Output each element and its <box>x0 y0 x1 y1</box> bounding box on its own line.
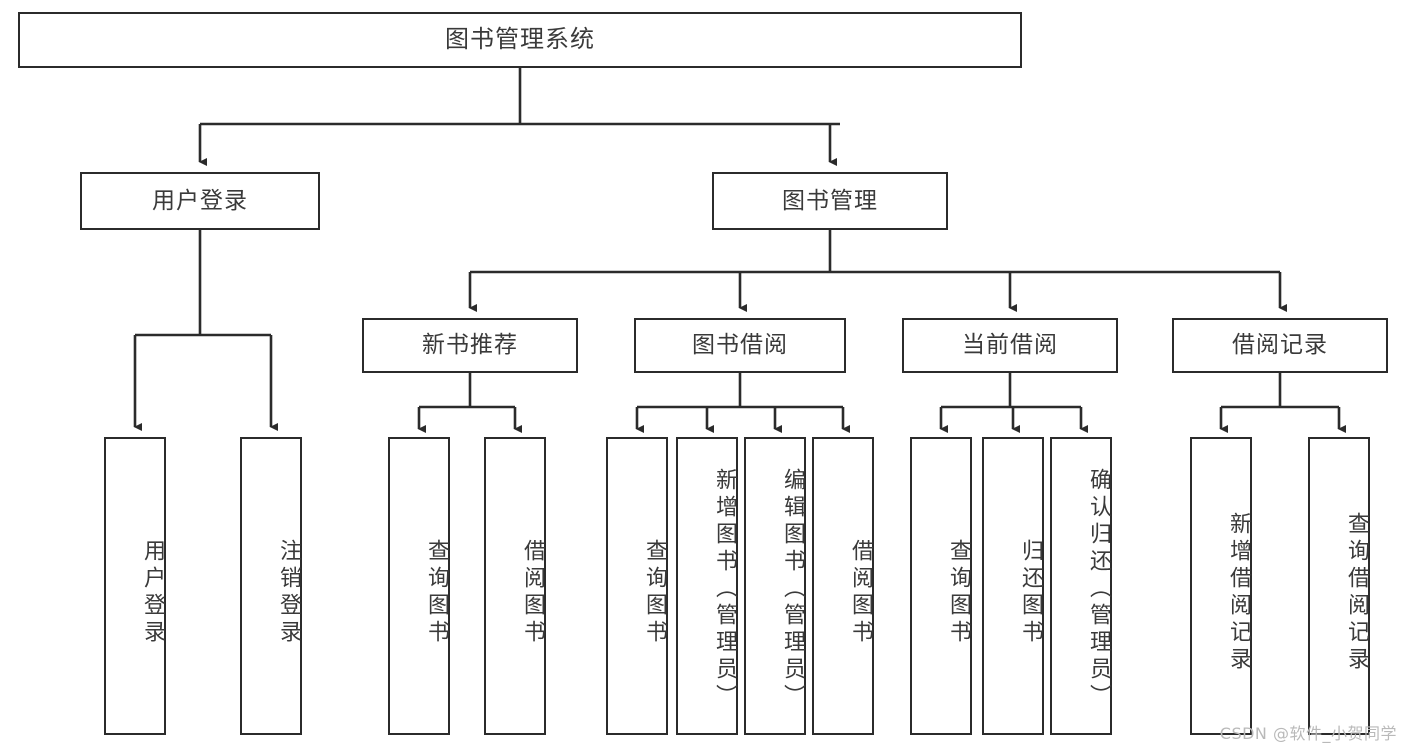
node-leaf-add-book[interactable]: 新增图书（管理员） <box>676 437 738 735</box>
node-current-borrow[interactable]: 当前借阅 <box>902 318 1118 373</box>
node-borrow-record[interactable]: 借阅记录 <box>1172 318 1388 373</box>
node-leaf-query-book-1[interactable]: 查询图书 <box>388 437 450 735</box>
csdn-watermark: CSDN @软件_小贺同学 <box>1219 724 1397 743</box>
node-root[interactable]: 图书管理系统 <box>18 12 1022 68</box>
node-leaf-borrow-book-1[interactable]: 借阅图书 <box>484 437 546 735</box>
node-leaf-return-book-label: 归还图书 <box>1018 539 1043 647</box>
node-leaf-borrow-book-2[interactable]: 借阅图书 <box>812 437 874 735</box>
node-new-book-rec-label: 新书推荐 <box>422 332 518 359</box>
node-leaf-query-book-2[interactable]: 查询图书 <box>606 437 668 735</box>
node-user-login-label: 用户登录 <box>152 187 248 214</box>
node-leaf-return-book[interactable]: 归还图书 <box>982 437 1044 735</box>
node-user-login[interactable]: 用户登录 <box>80 172 320 230</box>
node-leaf-query-record[interactable]: 查询借阅记录 <box>1308 437 1370 735</box>
node-leaf-borrow-book-2-label: 借阅图书 <box>848 539 873 647</box>
node-leaf-edit-book[interactable]: 编辑图书（管理员） <box>744 437 806 735</box>
node-leaf-edit-book-label: 编辑图书（管理员） <box>780 467 805 711</box>
node-leaf-borrow-book-1-label: 借阅图书 <box>520 539 545 647</box>
node-book-manage[interactable]: 图书管理 <box>712 172 948 230</box>
node-leaf-query-book-2-label: 查询图书 <box>642 539 667 647</box>
node-leaf-confirm-return-label: 确认归还（管理员） <box>1086 467 1111 711</box>
node-book-borrow[interactable]: 图书借阅 <box>634 318 846 373</box>
node-leaf-user-login[interactable]: 用户登录 <box>104 437 166 735</box>
node-leaf-query-book-3[interactable]: 查询图书 <box>910 437 972 735</box>
node-leaf-user-logout[interactable]: 注销登录 <box>240 437 302 735</box>
node-leaf-add-book-label: 新增图书（管理员） <box>712 467 737 711</box>
node-borrow-record-label: 借阅记录 <box>1232 332 1328 359</box>
node-current-borrow-label: 当前借阅 <box>962 332 1058 359</box>
node-book-manage-label: 图书管理 <box>782 187 878 214</box>
node-leaf-confirm-return[interactable]: 确认归还（管理员） <box>1050 437 1112 735</box>
node-leaf-user-logout-label: 注销登录 <box>276 539 301 647</box>
node-new-book-rec[interactable]: 新书推荐 <box>362 318 578 373</box>
node-leaf-add-record[interactable]: 新增借阅记录 <box>1190 437 1252 735</box>
node-root-label: 图书管理系统 <box>445 25 595 54</box>
node-leaf-add-record-label: 新增借阅记录 <box>1226 512 1251 674</box>
node-leaf-query-record-label: 查询借阅记录 <box>1344 512 1369 674</box>
node-book-borrow-label: 图书借阅 <box>692 332 788 359</box>
node-leaf-query-book-3-label: 查询图书 <box>946 539 971 647</box>
node-leaf-user-login-label: 用户登录 <box>140 539 165 647</box>
node-leaf-query-book-1-label: 查询图书 <box>424 539 449 647</box>
